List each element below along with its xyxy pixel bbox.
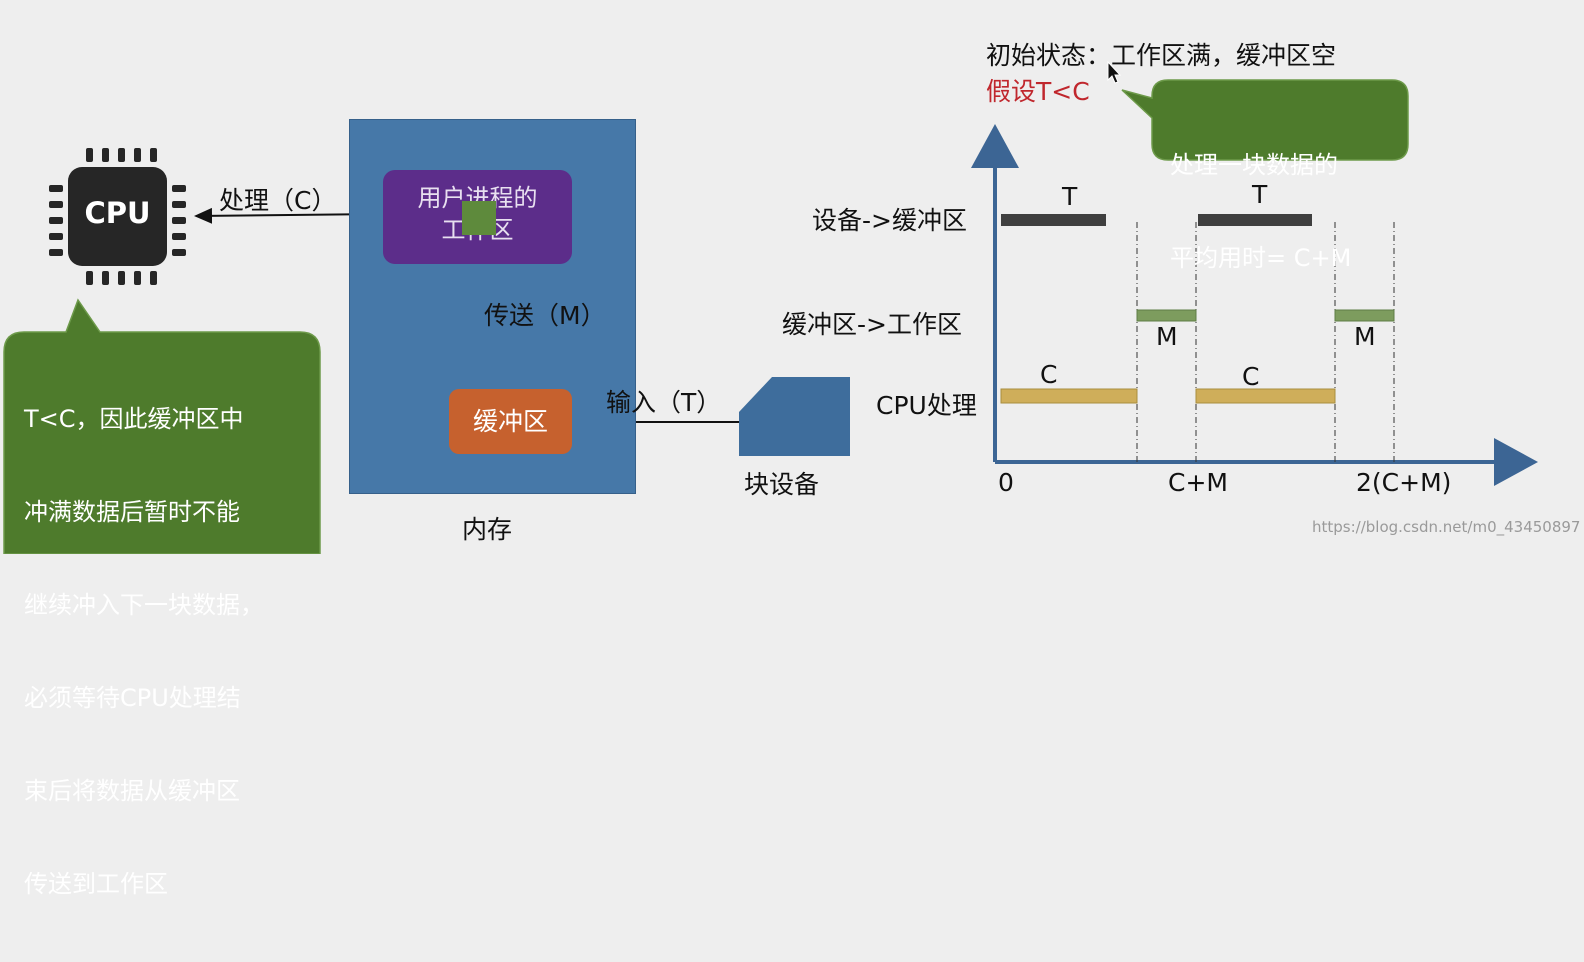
row-label-cpu-process: CPU处理 (876, 391, 977, 420)
right-callout-text: 处理一块数据的 平均用时= C+M (1170, 88, 1351, 336)
left-callout-line: 束后将数据从缓冲区 (24, 777, 240, 805)
x-tick-0: 0 (998, 468, 1014, 497)
assumption-text: 假设T<C (986, 77, 1090, 106)
left-callout-line: 传送到工作区 (24, 870, 168, 898)
buffer-box: 缓冲区 (449, 389, 572, 454)
bar-label-m: M (1354, 322, 1376, 351)
bar-label-c: C (1242, 362, 1260, 391)
left-callout-line: 冲满数据后暂时不能 (24, 498, 240, 526)
bar-device-1 (1001, 214, 1106, 226)
cpu-chip-icon (68, 167, 167, 266)
time-guides (1136, 222, 1395, 462)
right-callout-line2: 平均用时= C+M (1170, 244, 1352, 272)
bar-label-c: C (1040, 360, 1058, 389)
process-arrow-label: 处理（C） (219, 186, 337, 215)
input-arrow-label: 输入（T） (606, 388, 722, 417)
row-label-device-to-buffer: 设备->缓冲区 (812, 206, 967, 235)
bar-cpu-1 (1000, 388, 1138, 404)
device-label: 块设备 (744, 470, 820, 499)
memory-label: 内存 (462, 515, 513, 544)
x-tick-2c-plus-m: 2(C+M) (1356, 468, 1452, 497)
mouse-cursor-icon (1107, 60, 1122, 84)
bar-transfer-2 (1334, 309, 1395, 322)
bar-label-m: M (1156, 322, 1178, 351)
cpu-pins (49, 148, 186, 285)
bar-label-t: T (1062, 182, 1078, 211)
left-callout-line: T<C，因此缓冲区中 (24, 405, 244, 433)
bar-transfer-1 (1136, 309, 1197, 322)
row-label-buffer-to-workarea: 缓冲区->工作区 (782, 310, 962, 339)
left-callout-bubble (3, 298, 321, 554)
left-callout-line: 必须等待CPU处理结 (24, 684, 241, 712)
bar-cpu-2 (1195, 388, 1336, 404)
left-callout-text: T<C，因此缓冲区中 冲满数据后暂时不能 继续冲入下一块数据， 必须等待CPU处… (24, 342, 264, 962)
buffer-timing-diagram: CPU 用户进程的 工作区 缓冲区 内存 处理（C） 传送（M） 输入（T） 块… (3, 41, 1581, 898)
x-tick-c-plus-m: C+M (1168, 468, 1228, 497)
block-device-icon (739, 377, 850, 456)
left-callout-line: 继续冲入下一块数据， (24, 591, 264, 619)
right-callout-line1: 处理一块数据的 (1170, 151, 1338, 179)
bar-label-t: T (1252, 180, 1268, 209)
diagram-graphics (3, 60, 1538, 554)
transfer-arrow-label: 传送（M） (484, 301, 606, 330)
data-block-square (462, 201, 496, 235)
bar-device-2 (1198, 214, 1312, 226)
initial-state-text: 初始状态：工作区满，缓冲区空 (986, 41, 1337, 70)
cpu-label: CPU (84, 196, 151, 230)
right-callout-bubble (1121, 79, 1409, 161)
watermark: https://blog.csdn.net/m0_43450897 (1312, 518, 1581, 536)
